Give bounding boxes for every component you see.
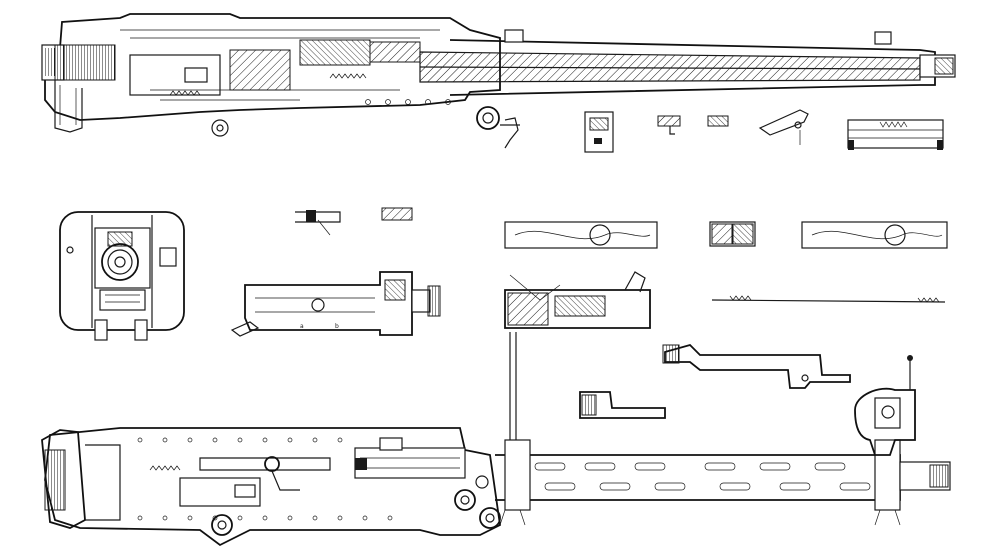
gun-front-view [59,211,185,341]
lock-frame-section [504,271,651,329]
small-part-bracket-1 [657,115,681,135]
rear-sight-assembly [854,355,916,456]
small-part-block-1 [584,111,614,153]
part-label-a: a [300,323,304,330]
small-part-housing-1 [847,119,944,150]
feed-lever [662,343,851,389]
small-part-spring-block [381,207,413,221]
gun-side-view [41,427,501,547]
barrel-jacket-side [495,439,951,526]
small-part-trigger-lever [758,109,809,145]
bolt-cross-section [709,221,756,247]
vertical-rod [509,332,517,440]
cocking-handle [579,391,666,419]
firing-pin-rod [711,295,946,303]
part-label-b: b [335,323,339,330]
small-part-bracket-2 [707,115,729,127]
bolt-assembly-2 [801,221,948,249]
small-part-spring-link [295,210,341,236]
bolt-assembly-1 [504,221,658,249]
receiver-cover-view: a b [230,271,441,337]
small-part-lever-1 [500,117,520,149]
gun-sectional-view [41,13,956,137]
